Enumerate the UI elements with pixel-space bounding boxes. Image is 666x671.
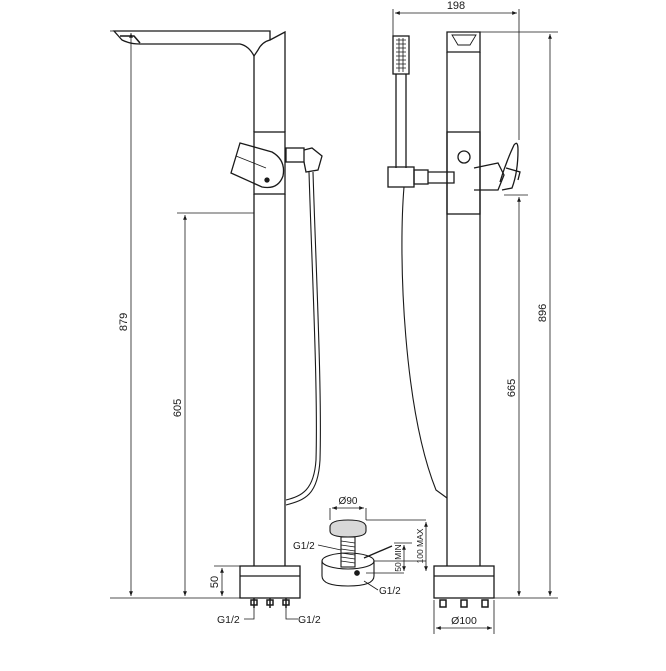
detail-view: [317, 506, 428, 591]
dim-base-diameter-label: Ø100: [451, 615, 477, 627]
spout: [112, 30, 271, 58]
dim-50-line: [214, 565, 240, 596]
dim-base-diameter-line: [433, 600, 495, 634]
front-base: [433, 565, 495, 599]
detail-threaded-stem: [340, 536, 356, 568]
thread-bottom-label: G1/2: [379, 586, 401, 597]
front-mixer-section: [446, 131, 481, 215]
thread-top-label: G1/2: [293, 541, 315, 552]
front-hose: [401, 186, 448, 499]
inlet-left-leader: [244, 608, 255, 620]
front-mixer-knob: [457, 150, 471, 164]
column: [253, 194, 286, 566]
dim-896-label: 896: [537, 304, 549, 322]
dim-605-label: 605: [172, 399, 184, 417]
detail-top-cap: [329, 519, 367, 538]
dim-665-line: [504, 194, 528, 596]
dim-896-line: [480, 31, 558, 599]
dim-100max-label: 100 MAX: [415, 528, 425, 563]
inlet-right-leader: [285, 608, 298, 620]
lever-handle: [230, 142, 285, 189]
base: [239, 565, 301, 599]
front-lever: [499, 142, 519, 191]
side-view: [110, 30, 323, 620]
detail-side-pipe: [363, 545, 393, 559]
dim-198-line: [392, 9, 520, 140]
dim-605-line: [177, 212, 254, 596]
hose: [285, 171, 321, 506]
front-hose-outlet: [473, 162, 505, 191]
front-view-labels: 198 896 665 Ø100: [447, 0, 549, 627]
thread-top-leader: [317, 544, 342, 551]
hose-connector: [285, 147, 305, 163]
dim-50-label: 50: [209, 576, 221, 588]
hand-shower: [392, 35, 410, 75]
inlet-right-label: G1/2: [298, 614, 321, 626]
detail-view-labels: Ø90 G1/2 G1/2 50 MIN 100 MAX: [293, 496, 425, 597]
dim-50min-label: 50 MIN: [393, 544, 403, 571]
dim-90-label: Ø90: [339, 496, 358, 507]
hand-shower-handle: [395, 74, 407, 168]
thread-bottom-leader: [363, 580, 379, 591]
inlet-pins: [250, 598, 290, 608]
upper-body: [253, 30, 286, 132]
front-view: [387, 9, 558, 634]
shower-holder: [387, 166, 415, 188]
detail-reference-lines: [329, 508, 426, 574]
dim-879-label: 879: [118, 313, 130, 331]
inlet-left-label: G1/2: [217, 614, 240, 626]
spout-tip: [120, 35, 141, 44]
front-column: [446, 52, 481, 566]
side-view-labels: 879 605 50 G1/2 G1/2: [118, 313, 321, 626]
dim-198-label: 198: [447, 0, 465, 12]
detail-cylinder: [321, 561, 375, 587]
mixer-section: [253, 131, 286, 195]
dim-879-line: [110, 30, 240, 599]
dim-665-label: 665: [506, 379, 518, 397]
front-inlet-pins: [439, 599, 489, 608]
